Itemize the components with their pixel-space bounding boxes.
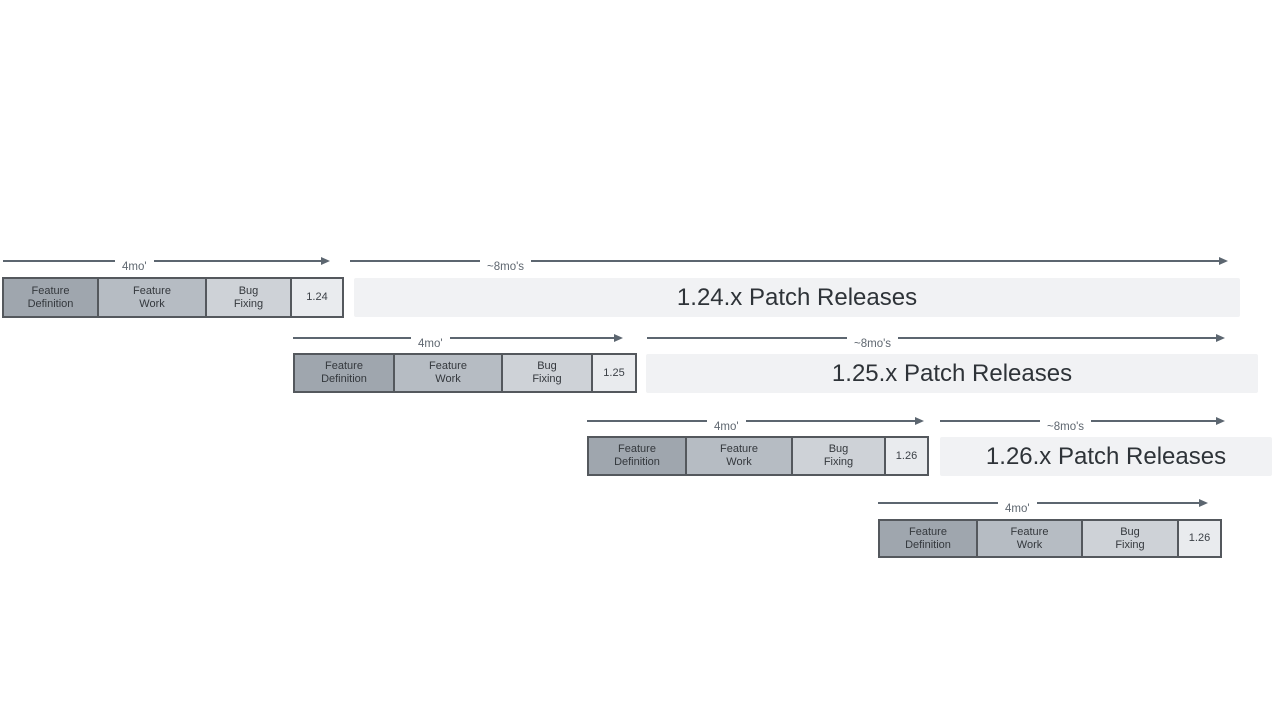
arrow-line — [3, 260, 115, 262]
arrowhead-icon — [321, 257, 330, 265]
release-cycle-1.24: Feature Definition Feature Work Bug Fixi… — [2, 277, 344, 318]
phase-box-feature-work: Feature Work — [97, 277, 207, 318]
release-cycle-1.26: Feature Definition Feature Work Bug Fixi… — [587, 436, 929, 476]
patch-duration-label: ~8mo's — [1047, 421, 1085, 433]
release-cycle-1.25: Feature Definition Feature Work Bug Fixi… — [293, 353, 637, 393]
patch-releases-bar-1.26: 1.26.x Patch Releases — [940, 437, 1272, 476]
arrow-line — [449, 337, 614, 339]
phase-box-feature-definition: Feature Definition — [878, 519, 978, 558]
arrowhead-icon — [1216, 417, 1225, 425]
patch-releases-label: 1.24.x Patch Releases — [676, 283, 918, 311]
phase-box-feature-definition: Feature Definition — [293, 353, 395, 393]
phase-box-feature-work: Feature Work — [393, 353, 503, 393]
patch-releases-label: 1.26.x Patch Releases — [985, 442, 1227, 470]
patch-duration-arrow-1.24: ~8mo's — [350, 254, 1228, 280]
arrow-line — [587, 420, 707, 422]
arrow-line — [647, 337, 847, 339]
phase-box-bug-fixing: Bug Fixing — [501, 353, 593, 393]
arrow-line — [153, 260, 321, 262]
dev-duration-arrow-next: 4mo' — [878, 496, 1208, 522]
version-box: 1.25 — [591, 353, 637, 393]
phase-box-bug-fixing: Bug Fixing — [1081, 519, 1179, 558]
patch-duration-label: ~8mo's — [854, 338, 892, 350]
patch-releases-bar-1.24: 1.24.x Patch Releases — [354, 278, 1240, 317]
patch-duration-arrow-1.25: ~8mo's — [647, 331, 1225, 357]
phase-box-feature-work: Feature Work — [685, 436, 793, 476]
arrowhead-icon — [614, 334, 623, 342]
patch-duration-arrow-1.26: ~8mo's — [940, 414, 1225, 440]
arrow-line — [1036, 502, 1199, 504]
dev-duration-arrow-1.25: 4mo' — [293, 331, 623, 357]
version-box: 1.26 — [884, 436, 929, 476]
arrow-line — [350, 260, 480, 262]
phase-box-feature-work: Feature Work — [976, 519, 1083, 558]
arrow-line — [531, 260, 1219, 262]
dev-duration-label: 4mo' — [122, 261, 147, 273]
phase-box-feature-definition: Feature Definition — [2, 277, 99, 318]
arrow-line — [293, 337, 411, 339]
patch-releases-label: 1.25.x Patch Releases — [831, 359, 1073, 387]
dev-duration-label: 4mo' — [418, 338, 443, 350]
arrow-line — [878, 502, 998, 504]
arrowhead-icon — [1219, 257, 1228, 265]
phase-box-bug-fixing: Bug Fixing — [205, 277, 292, 318]
patch-duration-label: ~8mo's — [487, 261, 525, 273]
arrowhead-icon — [915, 417, 924, 425]
phase-box-bug-fixing: Bug Fixing — [791, 436, 886, 476]
version-box: 1.24 — [290, 277, 344, 318]
arrowhead-icon — [1199, 499, 1208, 507]
phase-box-feature-definition: Feature Definition — [587, 436, 687, 476]
dev-duration-arrow-1.26: 4mo' — [587, 414, 924, 440]
arrow-line — [745, 420, 915, 422]
release-cycle-next: Feature Definition Feature Work Bug Fixi… — [878, 519, 1222, 558]
patch-releases-bar-1.25: 1.25.x Patch Releases — [646, 354, 1258, 393]
arrow-line — [898, 337, 1216, 339]
dev-duration-arrow-1.24: 4mo' — [3, 254, 330, 280]
dev-duration-label: 4mo' — [714, 421, 739, 433]
arrow-line — [940, 420, 1040, 422]
dev-duration-label: 4mo' — [1005, 503, 1030, 515]
version-box: 1.26 — [1177, 519, 1222, 558]
arrowhead-icon — [1216, 334, 1225, 342]
arrow-line — [1091, 420, 1216, 422]
